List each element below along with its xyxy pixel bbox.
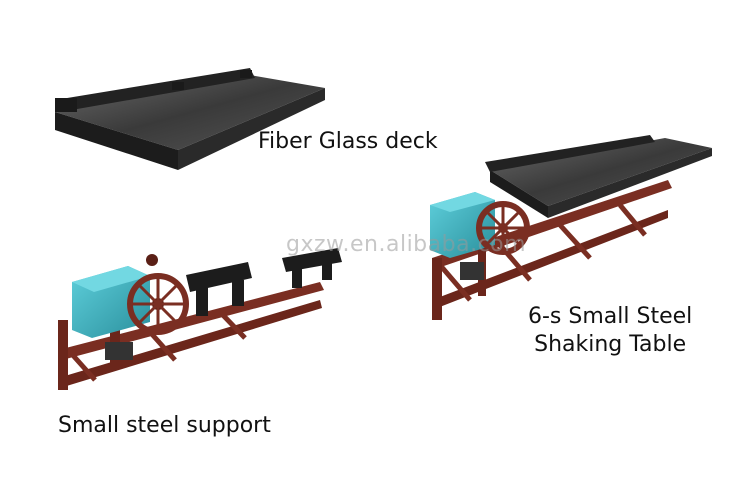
fiber-glass-deck: [55, 68, 325, 170]
label-small-steel-support: Small steel support: [58, 413, 271, 438]
label-shaking-table: 6-s Small Steel Shaking Table: [528, 303, 692, 358]
label-shaking-table-line2: Shaking Table: [534, 331, 687, 357]
label-fiber-glass-deck: Fiber Glass deck: [258, 129, 438, 154]
label-shaking-table-line1: 6-s Small Steel: [528, 304, 693, 329]
small-steel-support: [58, 248, 342, 390]
shaking-table: [430, 135, 712, 320]
watermark: gxzw.en.alibaba.com: [286, 232, 527, 257]
